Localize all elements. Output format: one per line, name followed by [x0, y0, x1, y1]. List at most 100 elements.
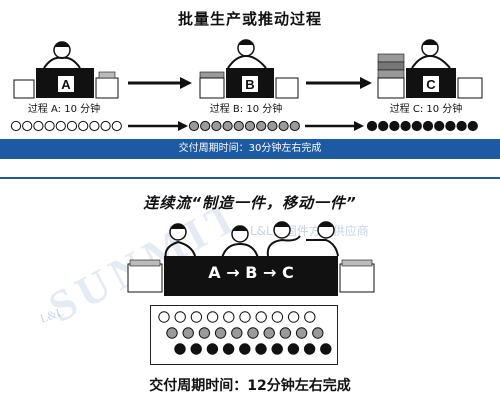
wip-unit: [111, 120, 122, 132]
flow-unit: [174, 343, 186, 355]
wip-unit: [78, 120, 89, 132]
flow-worker-3: [266, 221, 301, 257]
flow-unit: [287, 343, 300, 355]
wip-unit: [233, 120, 244, 132]
wip-unit: [200, 120, 211, 132]
wip-unit: [434, 120, 445, 132]
station-b: B: [199, 39, 299, 99]
flow-unit: [279, 327, 292, 339]
bin-c-stack-3: [377, 69, 405, 79]
flow-unit: [174, 311, 186, 323]
wip-unit: [467, 120, 478, 132]
flow-unit: [320, 343, 332, 355]
wip-arrow-2: [305, 121, 364, 131]
worker-b-arms: [227, 54, 267, 69]
machine-c-label-bg: [423, 76, 439, 92]
flow-unit: [239, 311, 251, 323]
machine-a-letter: A: [61, 77, 71, 92]
machine-c-letter: C: [426, 77, 436, 92]
flow-worker-4: [306, 221, 339, 257]
wip-unit: [188, 120, 200, 132]
flow-unit: [303, 343, 316, 355]
wip-unit: [66, 120, 78, 132]
process-c-label: 过程 C: 10 分钟: [389, 104, 463, 115]
wip-unit: [244, 120, 256, 132]
station-c: C: [377, 39, 483, 99]
flow-lead-time: 交付周期时间：12分钟左右完成: [149, 378, 351, 394]
worker-a-arms: [43, 56, 81, 69]
batch-lead-time-band: 交付周期时间：30分钟左右完成: [0, 139, 500, 159]
worker-b-cap: [238, 39, 254, 45]
flow-unit: [190, 343, 202, 355]
flow-worker-2: [221, 225, 259, 259]
flow-wip-row-black: [174, 343, 332, 355]
flow-unit: [295, 327, 308, 339]
flow-unit: [263, 327, 275, 339]
wip-unit: [411, 120, 422, 132]
wip-unit: [22, 120, 33, 132]
worker-c-cap: [422, 39, 438, 45]
process-a-label: 过程 A: 10 分钟: [27, 104, 101, 115]
machine-a-label-bg: [58, 76, 74, 92]
flow-unit: [182, 327, 194, 339]
flow-unit: [255, 311, 267, 323]
flow-unit: [206, 343, 219, 355]
flow-title: 连续流“制造一件，移动一件”: [143, 194, 357, 212]
wip-arrow-1: [128, 121, 188, 131]
flow-unit: [166, 327, 178, 339]
flow-bin-left: [127, 263, 163, 293]
arrow-b-c: [306, 77, 372, 89]
flow-bin-left-parts: [129, 259, 161, 267]
wip-unit: [445, 120, 456, 132]
flow-unit: [271, 343, 283, 355]
flow-unit: [239, 343, 251, 355]
bin-a-left: [13, 79, 35, 99]
flow-unit: [271, 311, 284, 323]
bin-c-stack-2: [377, 61, 405, 71]
process-b-label: 过程 B: 10 分钟: [209, 104, 283, 115]
flow-cell-label: A → B → C: [208, 263, 294, 282]
wip-unit: [10, 120, 22, 132]
wip-unit: [55, 120, 66, 132]
worker-a-cap: [54, 41, 70, 47]
flow-worker-1: [164, 223, 197, 265]
flow-unit: [255, 343, 267, 355]
flow-wip-row-grey: [166, 327, 324, 339]
wip-row-c: [366, 120, 478, 132]
worker-c-arms: [411, 54, 451, 69]
bin-a: [95, 77, 119, 99]
wip-row-b: [188, 120, 300, 132]
wip-unit: [422, 120, 434, 132]
flow-unit: [287, 311, 300, 323]
wip-unit: [33, 120, 44, 132]
flow-bin-right: [339, 263, 375, 293]
wip-unit: [256, 120, 267, 132]
batch-wip-rows: [10, 120, 478, 132]
arrow-a-b: [128, 77, 192, 89]
flow-wip-dots: [158, 311, 332, 355]
wip-unit: [267, 120, 278, 132]
flow-wip-row-white: [158, 311, 316, 323]
flow-unit: [158, 311, 170, 323]
wip-unit: [366, 120, 378, 132]
wip-unit: [389, 120, 400, 132]
flow-unit: [214, 327, 227, 339]
flow-unit: [206, 311, 219, 323]
bin-b-right: [275, 77, 299, 99]
wip-unit: [378, 120, 389, 132]
flow-bin-right-parts: [341, 259, 373, 267]
flow-cell-diagram: [127, 221, 375, 296]
bin-c-stack-1: [377, 53, 405, 63]
wip-unit: [456, 120, 467, 132]
batch-title: 批量生产或推动过程: [177, 10, 322, 28]
bin-b-left: [199, 77, 225, 99]
wip-unit: [211, 120, 222, 132]
bin-c-right: [457, 77, 483, 99]
machine-b-label-bg: [242, 76, 258, 92]
wip-unit: [44, 120, 55, 132]
station-a: A: [13, 41, 119, 99]
wip-unit: [289, 120, 300, 132]
flow-unit: [222, 343, 235, 355]
wip-unit: [100, 120, 111, 132]
wip-unit: [278, 120, 289, 132]
